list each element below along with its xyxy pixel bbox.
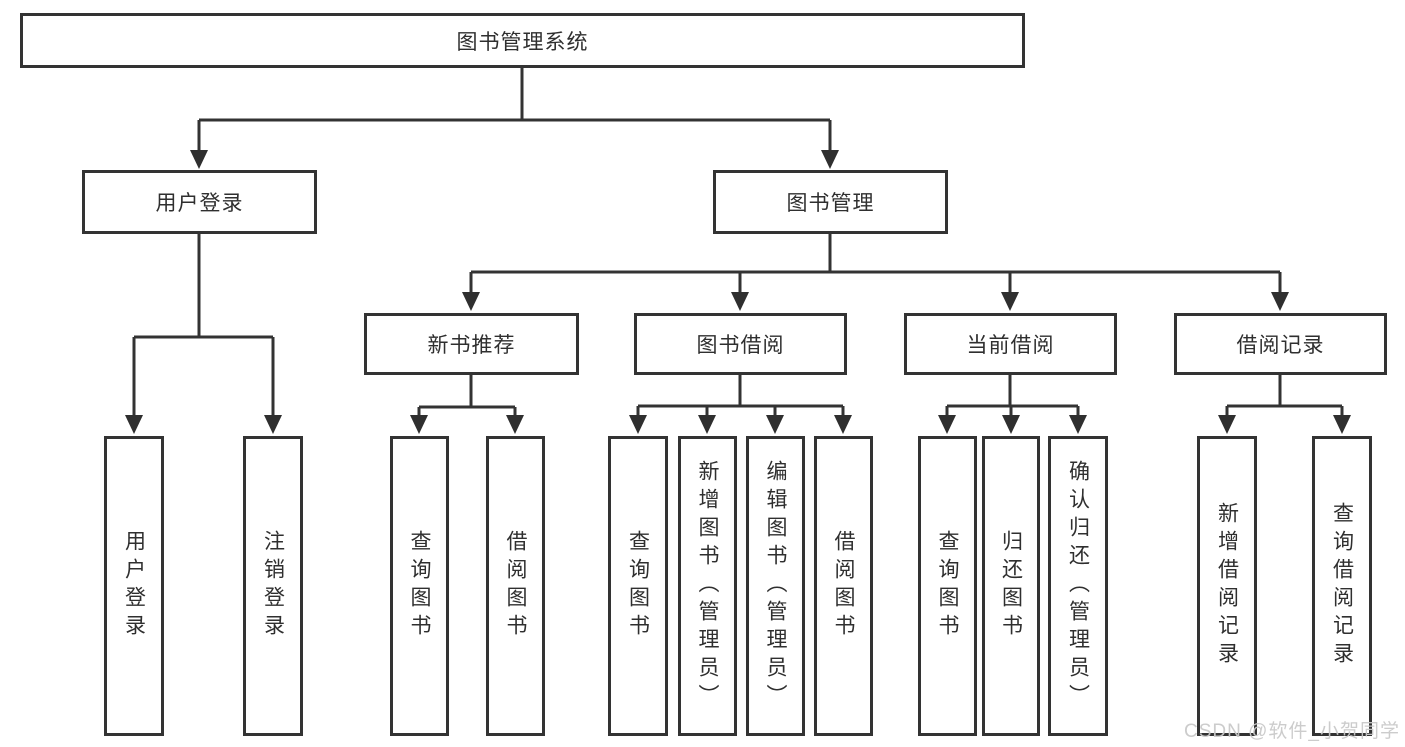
leaf-query-books-borrowing: 查询图书 [608, 436, 668, 736]
node-book-borrowing: 图书借阅 [634, 313, 847, 375]
node-label: 图书借阅 [696, 334, 785, 357]
leaf-label: 归还图书 [999, 530, 1023, 642]
leaf-return-books: 归还图书 [982, 436, 1040, 736]
leaf-borrow-books-borrowing: 借阅图书 [814, 436, 873, 736]
leaf-label: 查询图书 [936, 530, 960, 642]
node-borrowing-records: 借阅记录 [1174, 313, 1387, 375]
leaf-borrow-books-recommend: 借阅图书 [486, 436, 545, 736]
leaf-label: 查询图书 [408, 530, 432, 642]
node-label: 新书推荐 [427, 334, 516, 357]
leaf-confirm-return-admin: 确认归还（管理员） [1048, 436, 1108, 736]
leaf-add-borrow-record: 新增借阅记录 [1197, 436, 1257, 736]
node-label: 用户登录 [155, 192, 244, 215]
node-new-book-recommendation: 新书推荐 [364, 313, 579, 375]
node-label: 图书管理 [786, 192, 875, 215]
node-library-management-system: 图书管理系统 [20, 13, 1025, 68]
leaf-label: 编辑图书（管理员） [764, 460, 788, 712]
node-label: 借阅记录 [1236, 334, 1325, 357]
leaf-label: 新增图书（管理员） [696, 460, 720, 712]
node-label: 当前借阅 [966, 334, 1055, 357]
leaf-query-borrow-record: 查询借阅记录 [1312, 436, 1372, 736]
leaf-edit-book-admin: 编辑图书（管理员） [746, 436, 805, 736]
leaf-label: 查询图书 [626, 530, 650, 642]
node-current-borrowing: 当前借阅 [904, 313, 1117, 375]
node-user-login: 用户登录 [82, 170, 317, 234]
leaf-label: 借阅图书 [832, 530, 856, 642]
leaf-query-books-current: 查询图书 [918, 436, 977, 736]
leaf-user-login: 用户登录 [104, 436, 164, 736]
leaf-logout-login: 注销登录 [243, 436, 303, 736]
leaf-label: 确认归还（管理员） [1066, 460, 1090, 712]
leaf-label: 用户登录 [122, 530, 146, 642]
leaf-query-books-recommend: 查询图书 [390, 436, 449, 736]
node-book-management: 图书管理 [713, 170, 948, 234]
node-label: 图书管理系统 [456, 30, 589, 54]
csdn-watermark: CSDN @软件_小贺同学 [1184, 721, 1400, 742]
leaf-add-book-admin: 新增图书（管理员） [678, 436, 737, 736]
leaf-label: 借阅图书 [504, 530, 528, 642]
leaf-label: 查询借阅记录 [1330, 502, 1354, 670]
leaf-label: 注销登录 [261, 530, 285, 642]
leaf-label: 新增借阅记录 [1215, 502, 1239, 670]
